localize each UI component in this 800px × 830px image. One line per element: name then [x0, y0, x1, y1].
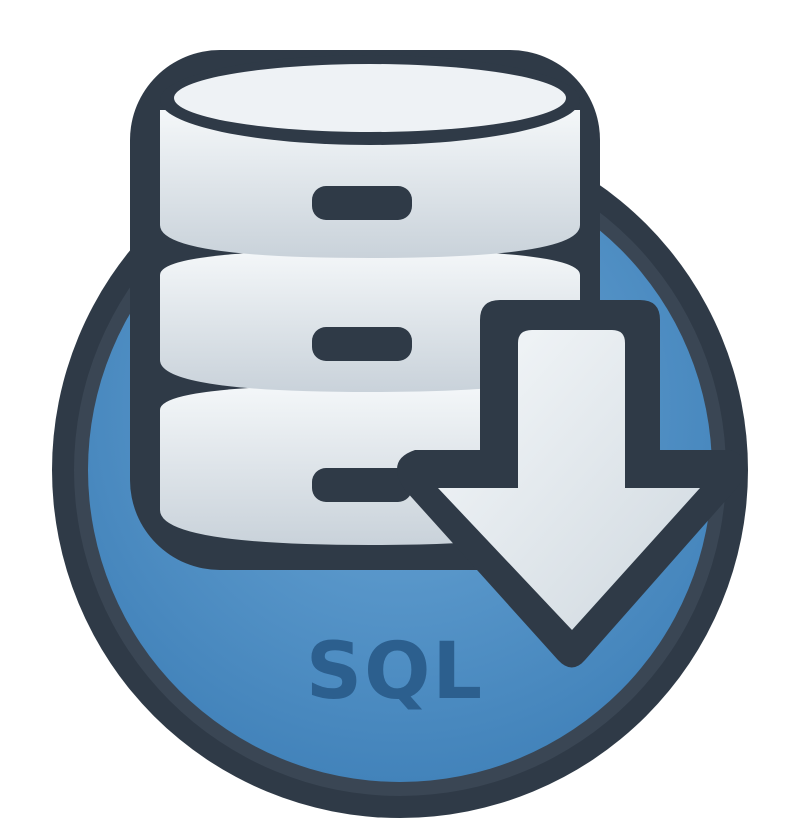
download-arrow-icon — [397, 300, 747, 668]
database-icon — [130, 50, 600, 570]
sql-label: SQL — [306, 627, 484, 717]
database-drum-top — [160, 55, 580, 258]
database-drum-middle — [160, 250, 580, 392]
